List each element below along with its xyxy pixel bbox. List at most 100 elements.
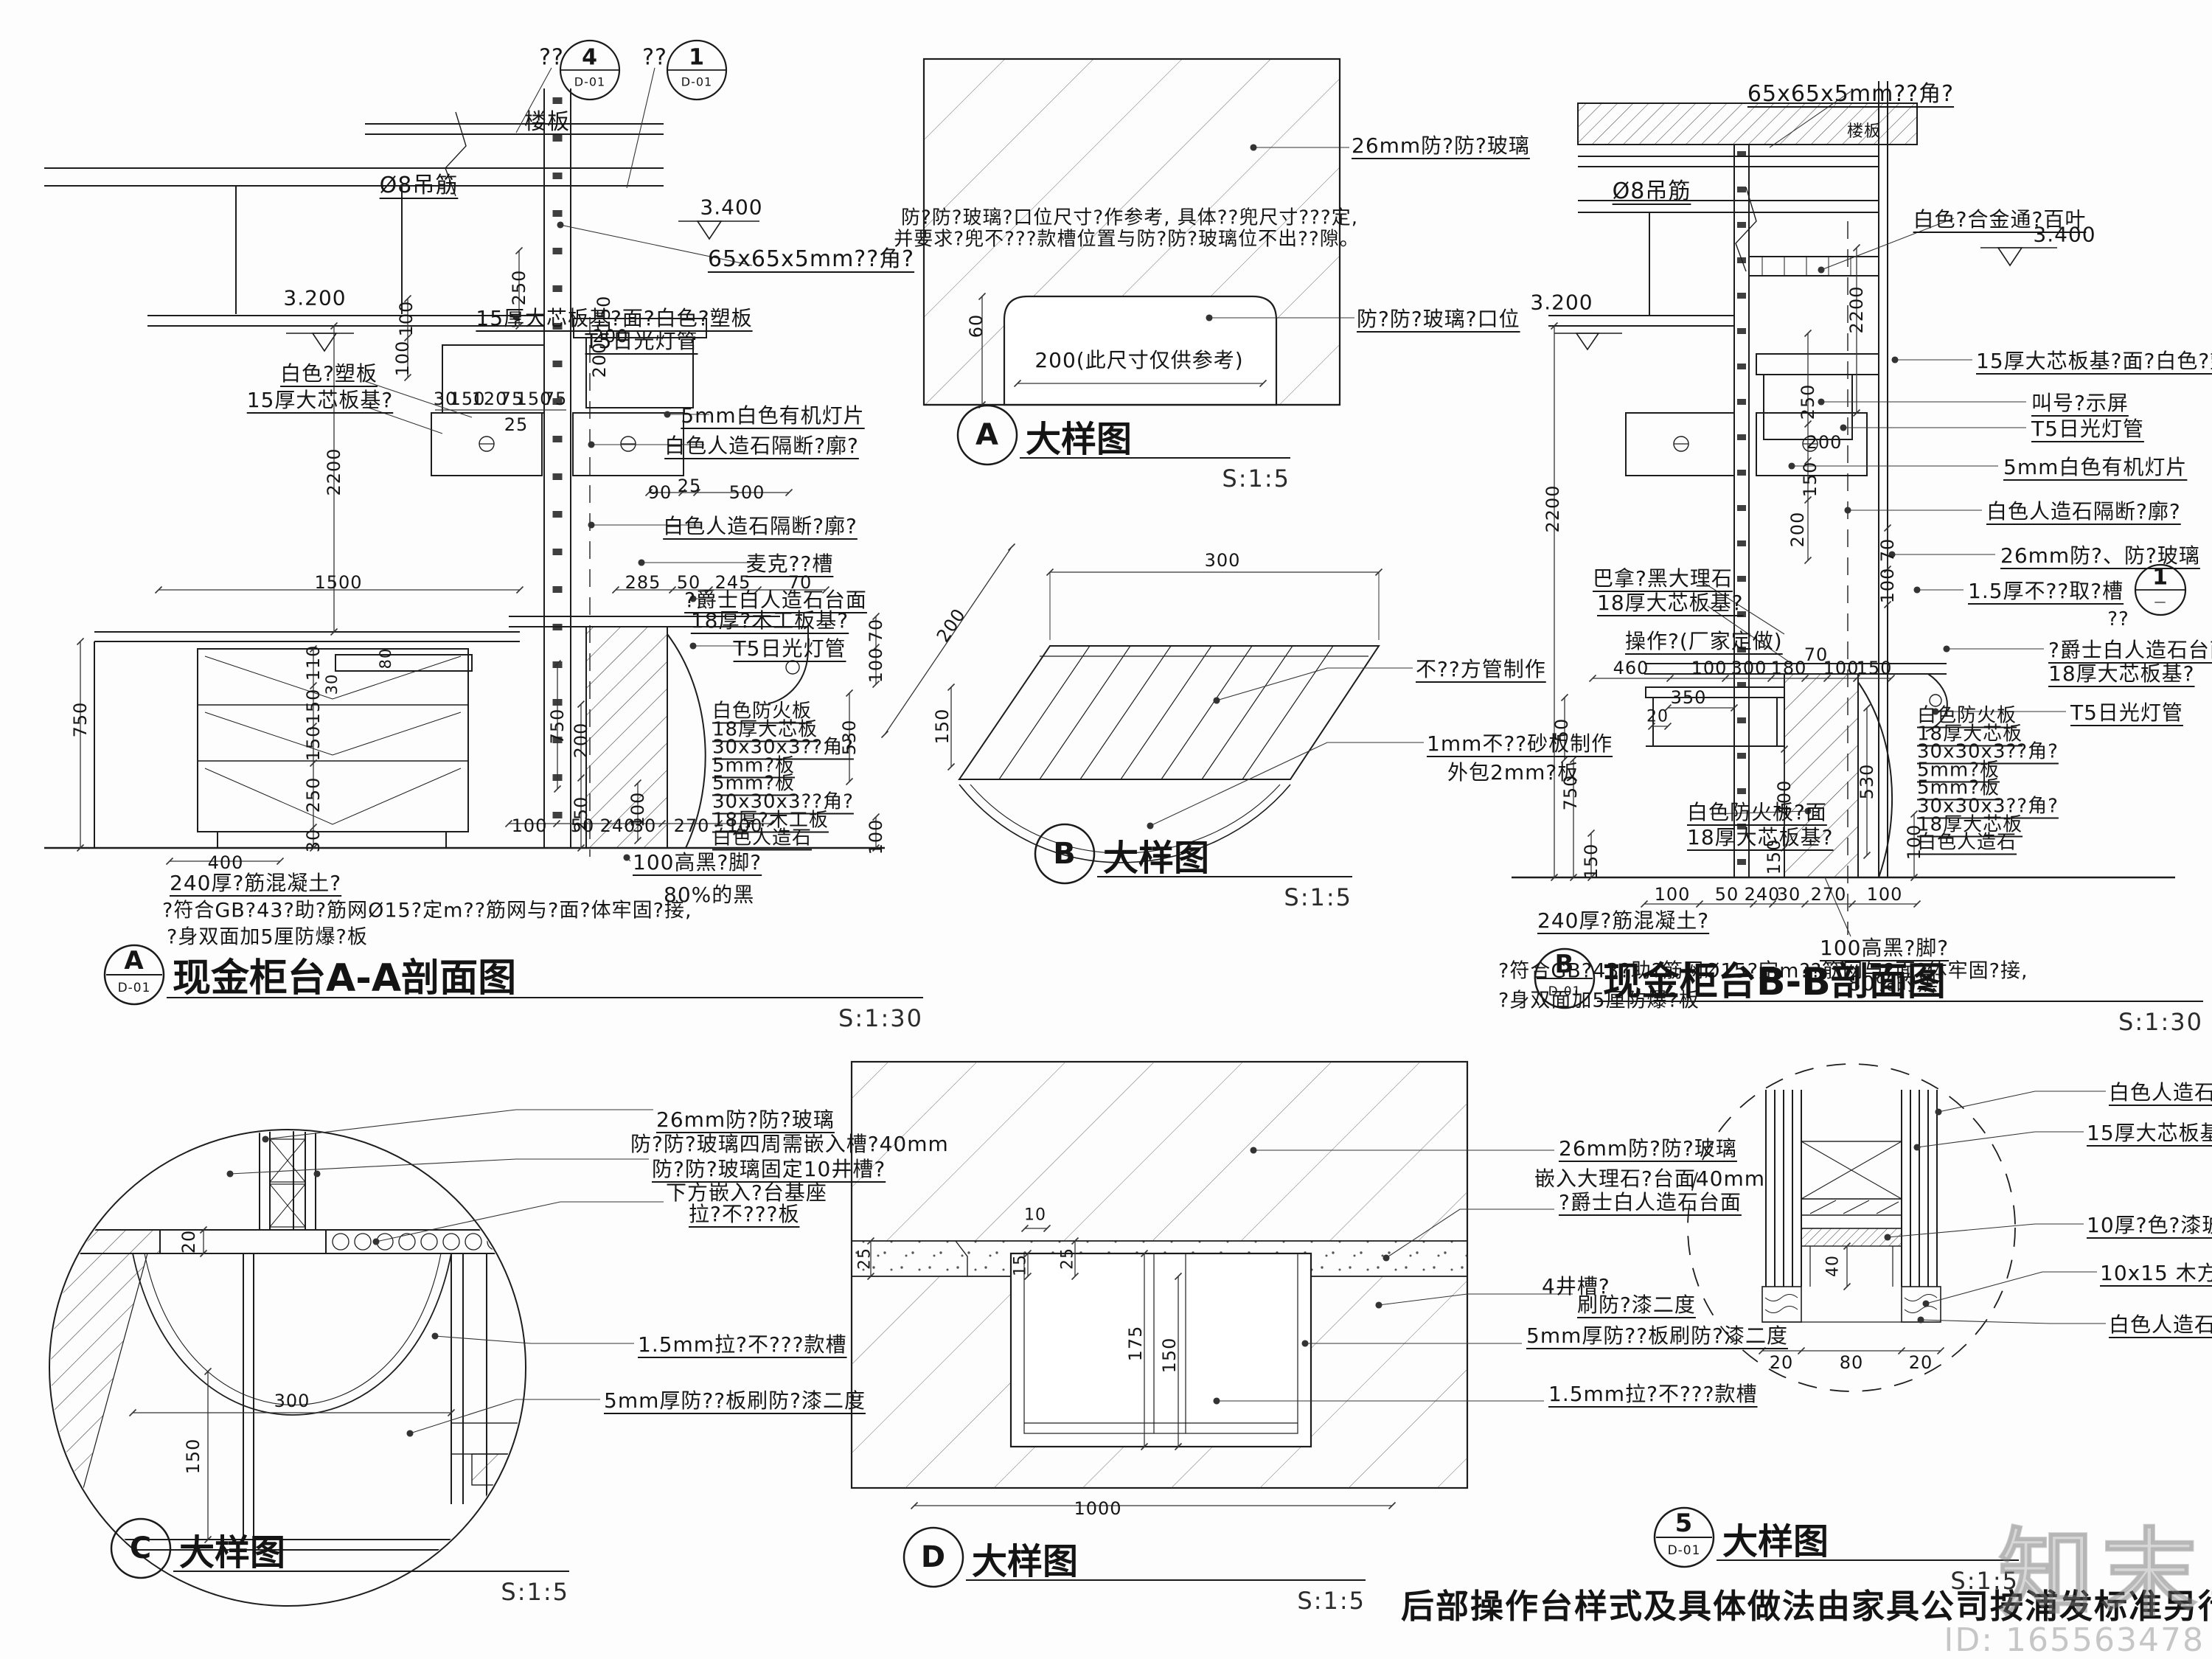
section_aa-label: 100 — [726, 815, 763, 836]
title-ref-bubble — [956, 404, 1018, 466]
material-item: 5mm?板 — [712, 754, 795, 777]
section_aa-label: 50 — [676, 572, 701, 593]
title-rule — [1020, 457, 1290, 459]
title-ref-sub: D-01 — [117, 981, 151, 995]
section_aa-label: 100高黑?脚? — [633, 850, 762, 874]
section_aa-label: 楼板 — [524, 109, 570, 135]
callout-sub: D-01 — [681, 74, 713, 89]
section_aa-label: 15厚大芯板基?面?白色?塑板 — [476, 306, 753, 330]
callout-sub: — — [2154, 594, 2167, 609]
section_bb-label: 20 — [1646, 707, 1669, 726]
section_aa-label: 3.400 — [700, 195, 763, 220]
detail_d-label: 10 — [1024, 1206, 1046, 1225]
section_bb-label: 18厚大芯板基? — [1687, 825, 1834, 849]
detail_b-label: 不??方管制作 — [1416, 657, 1546, 681]
detail_c-label: 1.5mm拉?不???款槽 — [638, 1332, 847, 1357]
section_aa-label: ?符合GB?43?助?筋网Ø15?定m??筋网与?面?体牢固?接, — [162, 899, 692, 922]
section_aa-label: 70 — [787, 572, 813, 593]
detail_d-label: 嵌入大理石?台面40mm — [1534, 1166, 1766, 1191]
detail_a-label: 防?防?玻璃?口位 — [1357, 307, 1520, 331]
detail-a-structure — [922, 58, 1341, 406]
title-scale: S:1:5 — [1222, 465, 1290, 493]
footer-note: 后部操作台样式及具体做法由家具公司按浦发标准另行深化。 — [1401, 1587, 2212, 1626]
detail-c-structure — [49, 1129, 526, 1607]
title-text: 大样图 — [972, 1541, 1079, 1582]
detail_d-label: 1000 — [1074, 1498, 1122, 1519]
material-item: 5mm?板 — [1917, 759, 2000, 782]
section_bb-label: 180 — [1770, 658, 1807, 678]
material-item: 白色防火板 — [712, 700, 813, 723]
section_bb-label: Ø8吊筋 — [1612, 178, 1691, 204]
section_aa-label: 270 — [673, 815, 710, 836]
section_bb-label: T5日光灯管 — [2031, 417, 2144, 441]
section_aa-label: 500 — [728, 482, 765, 503]
detail_c-label: 拉?不???板 — [689, 1202, 800, 1226]
detail-b-leaders — [1147, 667, 1424, 830]
material-item: 30x30x3??角? — [1917, 740, 2059, 763]
callout-circle — [2134, 563, 2187, 616]
callout-circle — [559, 39, 621, 101]
section_aa-label: 75 — [499, 389, 524, 409]
section_aa-label: 400 — [207, 852, 244, 873]
title-text: 大样图 — [1103, 838, 1210, 879]
section_aa-label: 15厚大芯板基? — [246, 388, 394, 412]
title-text: 现金柜台A-A剖面图 — [173, 956, 517, 1001]
material-item: 18厚大芯板 — [712, 718, 818, 741]
section_bb-label: 270 — [1810, 884, 1847, 905]
detail_a-label: 26mm防?防?玻璃 — [1352, 133, 1530, 158]
detail_c-label: 5mm厚防??板刷防?漆二度 — [604, 1388, 866, 1413]
section_bb-label: 460 — [1613, 658, 1649, 678]
section_bb-label: 18厚大芯板基? — [1597, 591, 1744, 615]
section_aa-label: 5mm白色有机灯片 — [681, 403, 865, 428]
section_bb-label: 350 — [1670, 687, 1707, 708]
detail_d-label: ?爵士白人造石台面 — [1559, 1190, 1742, 1214]
detail_d-label: 4井槽? — [1542, 1274, 1610, 1298]
section_bb-label: 200 — [1806, 432, 1843, 453]
detail-b-dimensions — [880, 543, 1383, 771]
section_bb-label: 300 — [1731, 658, 1767, 678]
section_aa-label: 30 — [632, 815, 657, 836]
section_bb-label: 240 — [1744, 884, 1781, 905]
title-scale: S:1:5 — [1950, 1567, 2019, 1595]
section_aa-label: ?? — [539, 44, 564, 71]
section_bb-label: 100 — [1866, 884, 1903, 905]
section_aa-label: 麦克??槽 — [745, 552, 834, 576]
title-ref: B — [1554, 950, 1575, 979]
title-ref-bubble — [103, 944, 165, 1006]
title-ref-sub: D-01 — [1667, 1543, 1701, 1558]
section_bb-label: ?? — [2107, 608, 2129, 630]
section_aa-label: T5日光灯管 — [585, 329, 698, 353]
section_bb-label: 150 — [1856, 658, 1893, 678]
section_aa-label: Ø8吊筋 — [379, 173, 459, 198]
title-ref: D — [920, 1540, 947, 1574]
section-aa-leaders — [362, 67, 753, 862]
detail_d-label: 刷防?漆二度 — [1577, 1293, 1696, 1317]
section_bb-label: 50 — [1714, 884, 1739, 905]
title-rule — [966, 1579, 1366, 1581]
material-item: 18厚?木工板 — [712, 809, 829, 832]
callout-number: 1 — [689, 44, 705, 71]
section_bb-label: 3.400 — [2033, 222, 2096, 247]
section_aa-label: 120 — [471, 389, 508, 409]
title-text: 大样图 — [1722, 1521, 1829, 1562]
detail_a-label: 防?防?玻璃?口位尺寸?作参考, 具体??兜尺寸???定, — [901, 206, 1358, 229]
detail_5-label: 20 — [1908, 1352, 1933, 1373]
detail_b-label: 外包2mm?板 — [1447, 760, 1579, 785]
detail_c-label: 下方嵌入?台基座 — [666, 1180, 827, 1205]
material-item: 18厚大芯板 — [1917, 813, 2023, 836]
section_bb-label: 巴拿?黑大理石 — [1593, 566, 1733, 591]
callout-circle — [666, 39, 728, 101]
section_aa-label: T5日光灯管 — [733, 636, 846, 661]
detail_5-label: 白色人造石 — [2109, 1080, 2212, 1105]
detail_b-label: 300 — [1204, 550, 1241, 571]
detail_c-label: 300 — [274, 1391, 310, 1411]
section-aa-structure — [44, 88, 885, 857]
section_aa-label: 65x65x5mm??角? — [707, 246, 915, 272]
title-ref-bubble — [110, 1517, 172, 1579]
title-rule — [1597, 1001, 2203, 1002]
detail_c-label: 防?防?玻璃四周需嵌入槽?40mm — [630, 1132, 949, 1156]
